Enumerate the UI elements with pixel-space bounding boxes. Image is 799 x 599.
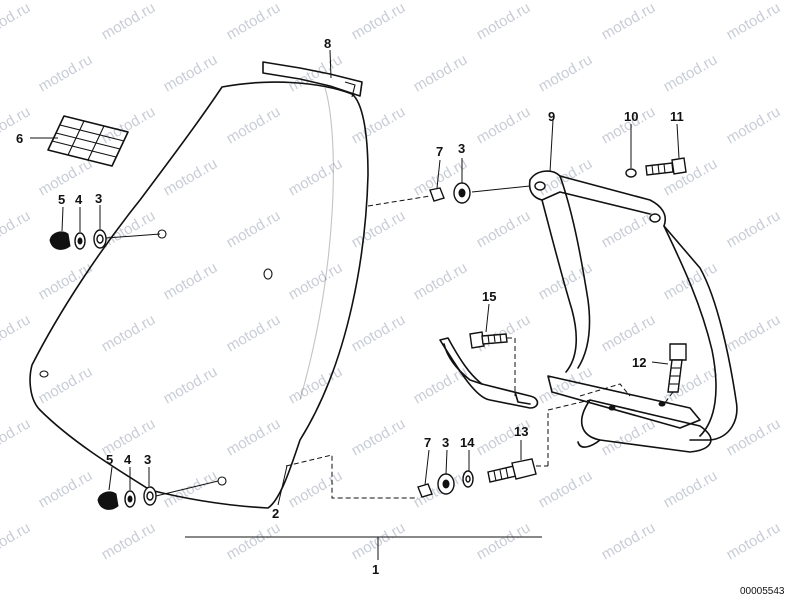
watermark-text: motod.ru — [224, 207, 284, 251]
watermark-text: motod.ru — [0, 519, 33, 563]
upper-mid-fastener-group — [367, 182, 531, 207]
watermark-text: motod.ru — [599, 0, 659, 43]
callout-4-upper: 4 — [75, 192, 83, 207]
watermark-text: motod.ru — [536, 51, 596, 95]
bolt-13-alignment-line — [547, 399, 591, 466]
callout-14: 14 — [460, 435, 475, 450]
watermark-text: motod.ru — [349, 415, 409, 459]
watermark-text: motod.ru — [661, 51, 721, 95]
watermark-text: motod.ru — [224, 103, 284, 147]
callout-11: 11 — [670, 109, 684, 124]
watermark-text: motod.ru — [36, 155, 96, 199]
watermark-text: motod.ru — [724, 415, 784, 459]
watermark-text: motod.ru — [286, 259, 346, 303]
callout-10: 10 — [624, 109, 638, 124]
callout-8: 8 — [324, 36, 331, 51]
watermark-text: motod.ru — [0, 311, 33, 355]
watermark-text: motod.ru — [0, 0, 33, 43]
callout-5-lower: 5 — [106, 452, 113, 467]
watermark-text: motod.ru — [99, 311, 159, 355]
callout-12: 12 — [632, 355, 646, 370]
watermark-text: motod.ru — [99, 519, 159, 563]
watermark-text: motod.ru — [724, 207, 784, 251]
bracket-frame-part — [528, 170, 738, 453]
watermark-text: motod.ru — [724, 519, 784, 563]
callout-9: 9 — [548, 109, 555, 124]
watermark-text: motod.ru — [36, 363, 96, 407]
watermark-text: motod.ru — [661, 259, 721, 303]
assembly-bracket-line — [185, 536, 542, 560]
watermark-text: motod.ru — [36, 259, 96, 303]
callout-5-upper: 5 — [58, 192, 65, 207]
watermark-text: motod.ru — [224, 415, 284, 459]
trim-strip-part — [262, 61, 363, 98]
watermark-text: motod.ru — [536, 467, 596, 511]
watermark-text: motod.ru — [474, 0, 534, 43]
watermark-text: motod.ru — [286, 467, 346, 511]
upper-left-fastener-group — [49, 229, 161, 250]
watermark-text: motod.ru — [349, 103, 409, 147]
watermark-text: motod.ru — [0, 415, 33, 459]
watermark-text: motod.ru — [0, 207, 33, 251]
lower-left-fastener-group — [97, 480, 219, 510]
callout-1: 1 — [372, 562, 379, 577]
callout-3-lower-mid: 3 — [442, 435, 449, 450]
watermark-text: motod.ru — [161, 467, 221, 511]
watermark-text: motod.ru — [411, 363, 471, 407]
callout-6: 6 — [16, 131, 23, 146]
watermark-text: motod.ru — [661, 467, 721, 511]
watermark-text: motod.ru — [161, 259, 221, 303]
watermark-text: motod.ru — [349, 207, 409, 251]
watermark-text: motod.ru — [536, 259, 596, 303]
watermark-text: motod.ru — [286, 363, 346, 407]
watermark-text: motod.ru — [411, 51, 471, 95]
lower-mid-fastener-group — [285, 454, 548, 499]
callout-leaders — [30, 49, 680, 506]
callout-2: 2 — [272, 506, 279, 521]
watermark-text: motod.ru — [99, 103, 159, 147]
watermark-text: motod.ru — [599, 519, 659, 563]
watermark-text: motod.ru — [724, 0, 784, 43]
callout-labels: 8 6 5 4 3 7 3 9 10 11 15 12 2 5 4 3 7 3 … — [16, 36, 684, 577]
callout-13: 13 — [514, 424, 528, 439]
windshield-part — [29, 81, 369, 509]
callout-7-lower: 7 — [424, 435, 431, 450]
watermark-text: motod.ru — [474, 207, 534, 251]
watermark-text: motod.ru — [36, 467, 96, 511]
watermark-text: motod.ru — [224, 519, 284, 563]
callout-3-lower-left: 3 — [144, 452, 151, 467]
diagram-reference-number: 00005543 — [740, 586, 785, 597]
lower-bracket-arm-part — [439, 337, 539, 409]
watermark-text: motod.ru — [411, 259, 471, 303]
watermark-text: motod.ru — [599, 415, 659, 459]
watermark-text: motod.ru — [161, 363, 221, 407]
watermark-text: motod.ru — [286, 155, 346, 199]
watermark-text: motod.ru — [474, 519, 534, 563]
callout-15: 15 — [482, 289, 496, 304]
plate-alignment-line — [579, 383, 631, 397]
watermark-text: motod.ru — [36, 51, 96, 95]
callout-3-upper-mid: 3 — [458, 141, 465, 156]
vent-grille-part — [47, 115, 129, 167]
watermark-text: motod.ru — [99, 0, 159, 43]
watermark-text: motod.ru — [724, 103, 784, 147]
callout-4-lower: 4 — [124, 452, 132, 467]
bolt-12-part — [663, 343, 687, 405]
bolt-15-part — [469, 331, 516, 396]
callout-7-upper: 7 — [436, 144, 443, 159]
upper-right-bolt-group — [625, 157, 687, 178]
watermark-text: motod.ru — [724, 311, 784, 355]
watermark-text: motod.ru — [224, 311, 284, 355]
callout-3-upper-left: 3 — [95, 191, 102, 206]
watermark-text: motod.ru — [161, 51, 221, 95]
watermark-text: motod.ru — [474, 103, 534, 147]
watermark-text: motod.ru — [349, 0, 409, 43]
watermark-text: motod.ru — [224, 0, 284, 43]
watermark-text: motod.ru — [349, 311, 409, 355]
watermark-text: motod.ru — [661, 155, 721, 199]
watermark-text: motod.ru — [599, 311, 659, 355]
